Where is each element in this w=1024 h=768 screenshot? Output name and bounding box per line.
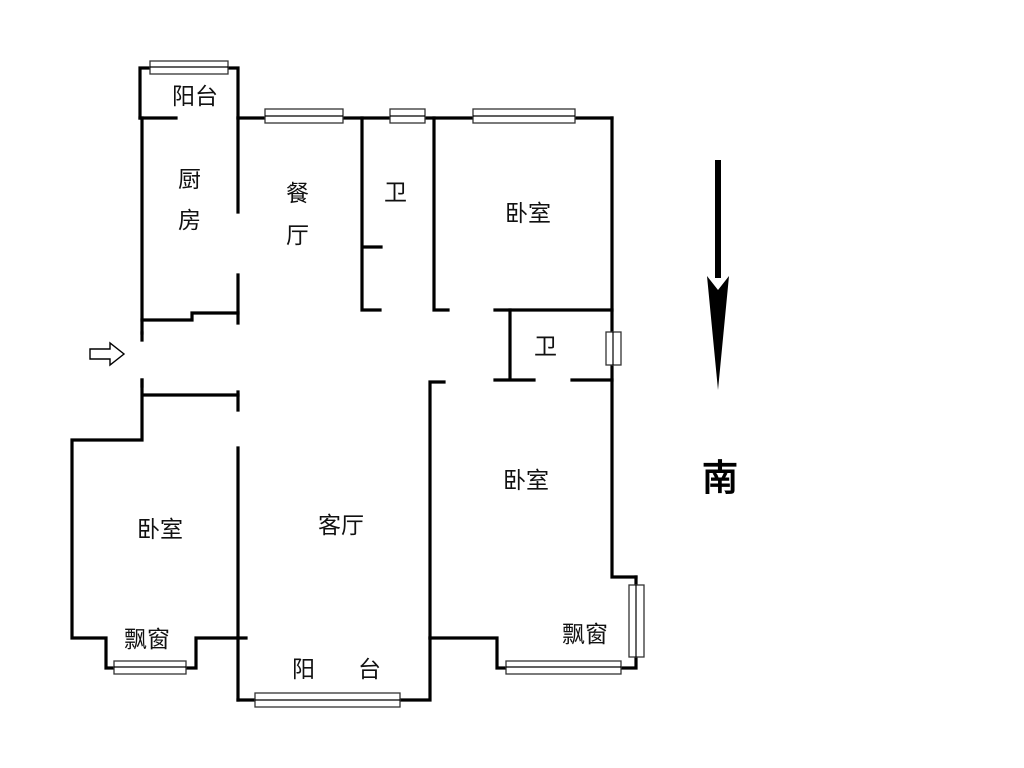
east-exterior-wall	[610, 308, 638, 579]
windows	[113, 60, 645, 708]
label-bedroom-se: 卧室	[503, 468, 549, 494]
south-balcony-wall	[236, 636, 432, 702]
bath-north-west-wall	[360, 116, 383, 312]
label-bay-window-sw: 飘窗	[124, 627, 170, 653]
compass-label: 南	[702, 458, 738, 499]
label-kitchen-2: 房	[178, 208, 201, 234]
room-labels: 阳台 厨 房 餐 厅 卫 卧室 卫 卧室 卧室 客厅 飘窗 飘窗 阳 台	[124, 84, 608, 683]
label-living: 客厅	[318, 513, 364, 539]
label-balcony-north: 阳台	[172, 84, 218, 110]
label-kitchen-1: 厨	[178, 167, 201, 193]
label-bedroom-ne: 卧室	[505, 201, 551, 227]
bath-north-east-wall	[432, 116, 450, 312]
label-bath-north: 卫	[384, 180, 407, 206]
label-balcony-south-2: 台	[358, 657, 381, 683]
label-dining-2: 厅	[286, 223, 309, 249]
label-bath-east: 卫	[534, 334, 557, 360]
label-dining-1: 餐	[286, 181, 309, 207]
label-balcony-south-1: 阳	[292, 657, 315, 683]
label-bedroom-sw: 卧室	[137, 517, 183, 543]
kitchen-south-wall	[140, 311, 240, 322]
label-bay-window-se: 飘窗	[562, 622, 608, 648]
walls	[70, 66, 638, 702]
south-arrow-icon	[707, 160, 729, 390]
entrance-arrow-icon	[89, 341, 126, 367]
bedroom-se-west-wall	[428, 380, 446, 640]
bath-east-wall	[493, 308, 614, 382]
